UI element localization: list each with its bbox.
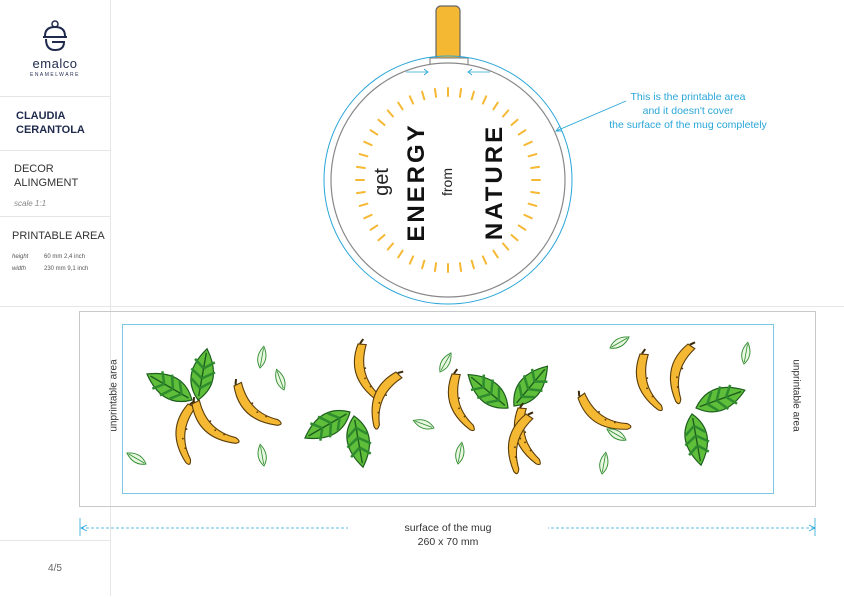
width-label: width (12, 266, 27, 272)
sun-ray (433, 262, 438, 273)
scale-label: scale 1:1 (14, 199, 47, 208)
sun-ray (492, 101, 499, 111)
sun-ray (523, 140, 533, 147)
sun-ray (470, 90, 475, 101)
mug-surface-frame (79, 311, 816, 507)
sun-rays (355, 87, 541, 273)
height-value: 60 mm 2,4 inch (44, 254, 86, 260)
designer-first-name: CLAUDIA (16, 110, 66, 122)
sun-ray (517, 224, 527, 231)
callout-line2: and it doesn't cover (642, 105, 734, 117)
sun-ray (510, 234, 519, 242)
leaf-cluster-2 (255, 336, 410, 471)
brand-name: emalco (32, 56, 78, 71)
height-row: height 60 mm 2,4 inch (12, 254, 85, 260)
mug-text-get: get (371, 168, 393, 196)
sun-ray (458, 262, 463, 273)
sun-ray (470, 259, 475, 270)
sun-ray (377, 118, 386, 126)
width-row: width 230 mm 9,1 inch (12, 266, 88, 272)
leaf-cluster-4 (569, 333, 753, 476)
printable-area-frame (122, 324, 774, 494)
sun-ray (481, 95, 488, 105)
sun-ray (523, 213, 533, 220)
section-divider (110, 306, 844, 307)
mug-text-nature: NATURE (481, 124, 508, 240)
sun-ray (358, 153, 369, 158)
sun-ray (408, 255, 415, 265)
enamel-pot-icon (43, 20, 67, 52)
page-number: 4/5 (48, 563, 62, 574)
sun-ray (530, 190, 541, 195)
decor-title-line2: ALINGMENT (14, 177, 79, 189)
mug-rim (330, 62, 566, 298)
designer-last-name: CERANTOLA (16, 124, 85, 136)
sun-ray (502, 242, 510, 251)
page-block: 4/5 (0, 540, 110, 597)
decor-block: DECOR ALINGMENT scale 1:1 (0, 150, 110, 217)
mug-text-from: from (439, 168, 455, 196)
decor-pattern (124, 333, 753, 476)
sun-ray (527, 202, 538, 207)
sun-ray (492, 249, 499, 259)
sun-ray (408, 95, 415, 105)
designer-block: CLAUDIA CERANTOLA (0, 96, 110, 151)
sun-ray (458, 87, 463, 98)
top-arrow-left (406, 68, 429, 76)
designer-name: CLAUDIA CERANTOLA (16, 109, 85, 137)
callout-line1: This is the printable area (630, 91, 746, 103)
sun-ray (363, 213, 373, 220)
top-arrow-right (467, 68, 490, 76)
callout-line3: the surface of the mug completely (609, 119, 767, 131)
sun-ray (433, 87, 438, 98)
sun-ray (386, 109, 394, 118)
sun-ray (517, 129, 527, 136)
sun-ray (397, 101, 404, 111)
sun-ray (530, 165, 541, 170)
surface-label-line2: 260 x 70 mm (417, 536, 479, 548)
sun-ray (421, 90, 426, 101)
sun-ray (481, 255, 488, 265)
sun-ray (358, 202, 369, 207)
brand-tagline: ENAMELWARE (29, 72, 80, 78)
sun-ray (377, 234, 386, 242)
height-label: height (12, 254, 29, 260)
surface-label: surface of the mug 260 x 70 mm (348, 521, 548, 549)
printable-area-block: PRINTABLE AREA height 60 mm 2,4 inch widt… (0, 216, 110, 307)
decor-title: DECOR ALINGMENT (14, 162, 78, 190)
printable-ring (323, 55, 573, 305)
sun-ray (510, 118, 519, 126)
unprintable-label-right: unprintable area (790, 359, 802, 432)
sun-ray (421, 259, 426, 270)
sun-ray (363, 140, 373, 147)
sun-ray (386, 242, 394, 251)
mug-text-energy: ENERGY (403, 122, 430, 241)
sun-ray (502, 109, 510, 118)
leaf-cluster-3 (411, 350, 558, 476)
sun-ray (369, 129, 379, 136)
unprintable-label-left: unprintable area (108, 359, 120, 432)
callout-arrow (555, 100, 627, 132)
mug-top-view: get ENERGY from NATURE (323, 5, 573, 305)
surface-label-line1: surface of the mug (404, 522, 492, 534)
decor-title-line1: DECOR (14, 163, 54, 175)
sidebar: emalco ENAMELWARE CLAUDIA CERANTOLA DECO… (0, 0, 111, 596)
callout-text: This is the printable area and it doesn'… (588, 90, 788, 132)
sun-ray (369, 224, 379, 231)
sun-ray (355, 190, 366, 195)
sun-ray (527, 153, 538, 158)
mug-text-group: get ENERGY from NATURE (371, 122, 508, 241)
logo-block: emalco ENAMELWARE (0, 0, 110, 97)
sun-ray (397, 249, 404, 259)
surface-dimension (79, 518, 816, 536)
sun-ray (355, 165, 366, 170)
width-value: 230 mm 9,1 inch (44, 266, 89, 272)
printable-area-title: PRINTABLE AREA (12, 230, 105, 242)
